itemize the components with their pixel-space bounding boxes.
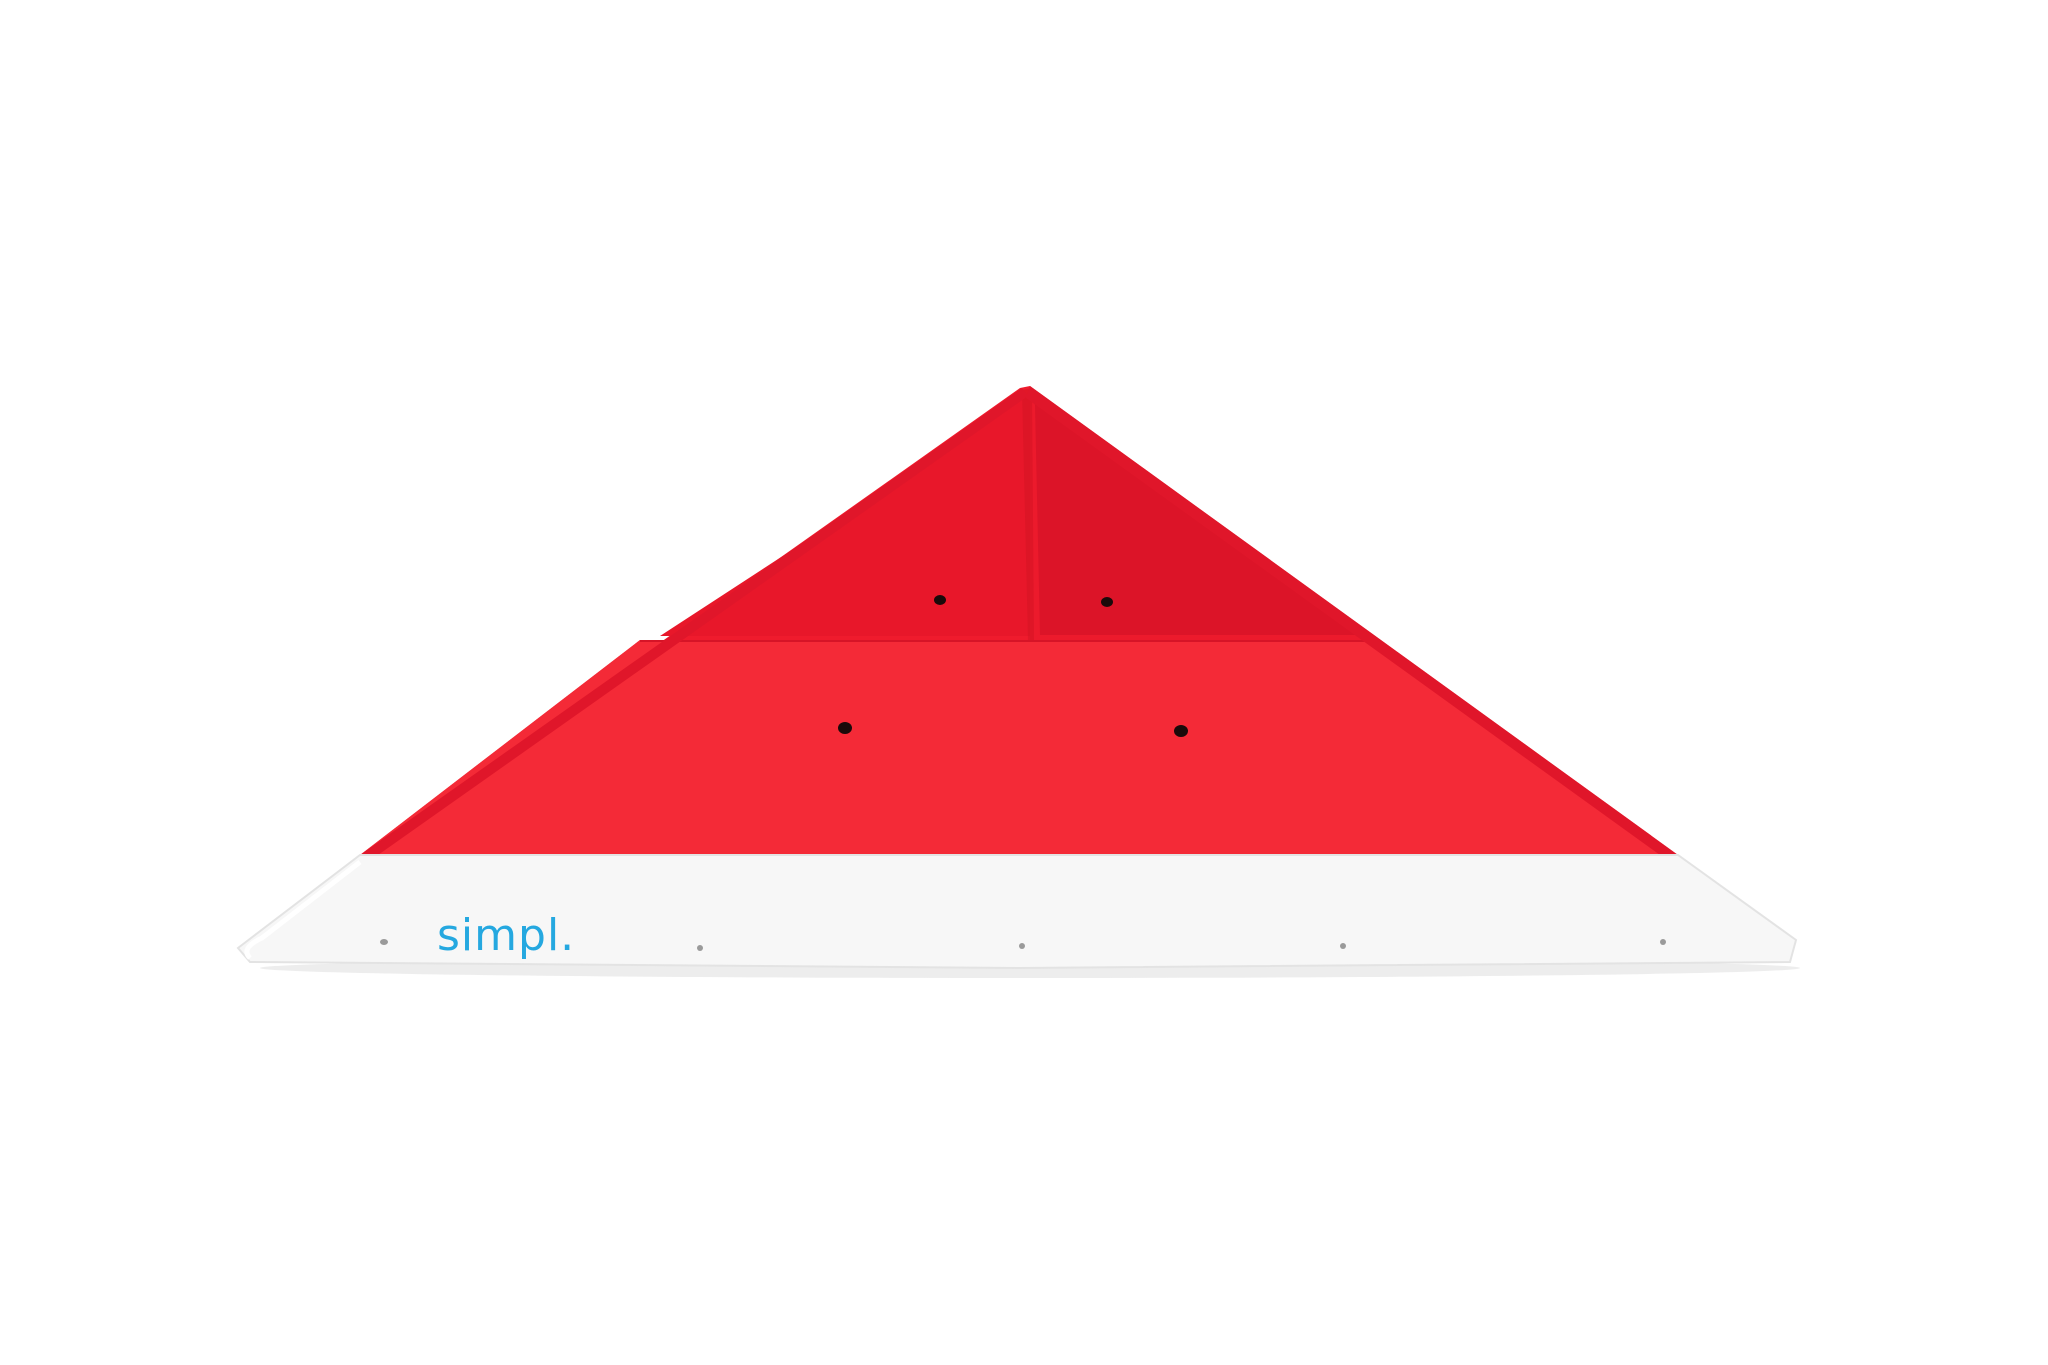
screw-hole: [1019, 943, 1025, 949]
volume-base-strip: [236, 854, 1798, 970]
screw-hole: [1660, 939, 1666, 945]
bolt-hole: [1101, 597, 1113, 607]
screw-hole: [1340, 943, 1346, 949]
volume-front-face: [360, 640, 1678, 855]
screw-hole: [697, 945, 703, 951]
volume-left-edge: [360, 388, 1028, 855]
bolt-hole: [1174, 725, 1188, 737]
volume-right-edge: [1026, 386, 1678, 855]
bolt-hole: [838, 722, 852, 734]
volume-ridge: [1022, 388, 1034, 640]
climbing-volume: simpl.: [236, 386, 1798, 970]
volume-base-highlight: [244, 860, 362, 960]
brand-logo: simpl.: [437, 910, 575, 961]
volume-back-wall-left: [660, 392, 1030, 636]
bolt-hole: [934, 595, 946, 605]
screw-hole: [380, 939, 388, 945]
